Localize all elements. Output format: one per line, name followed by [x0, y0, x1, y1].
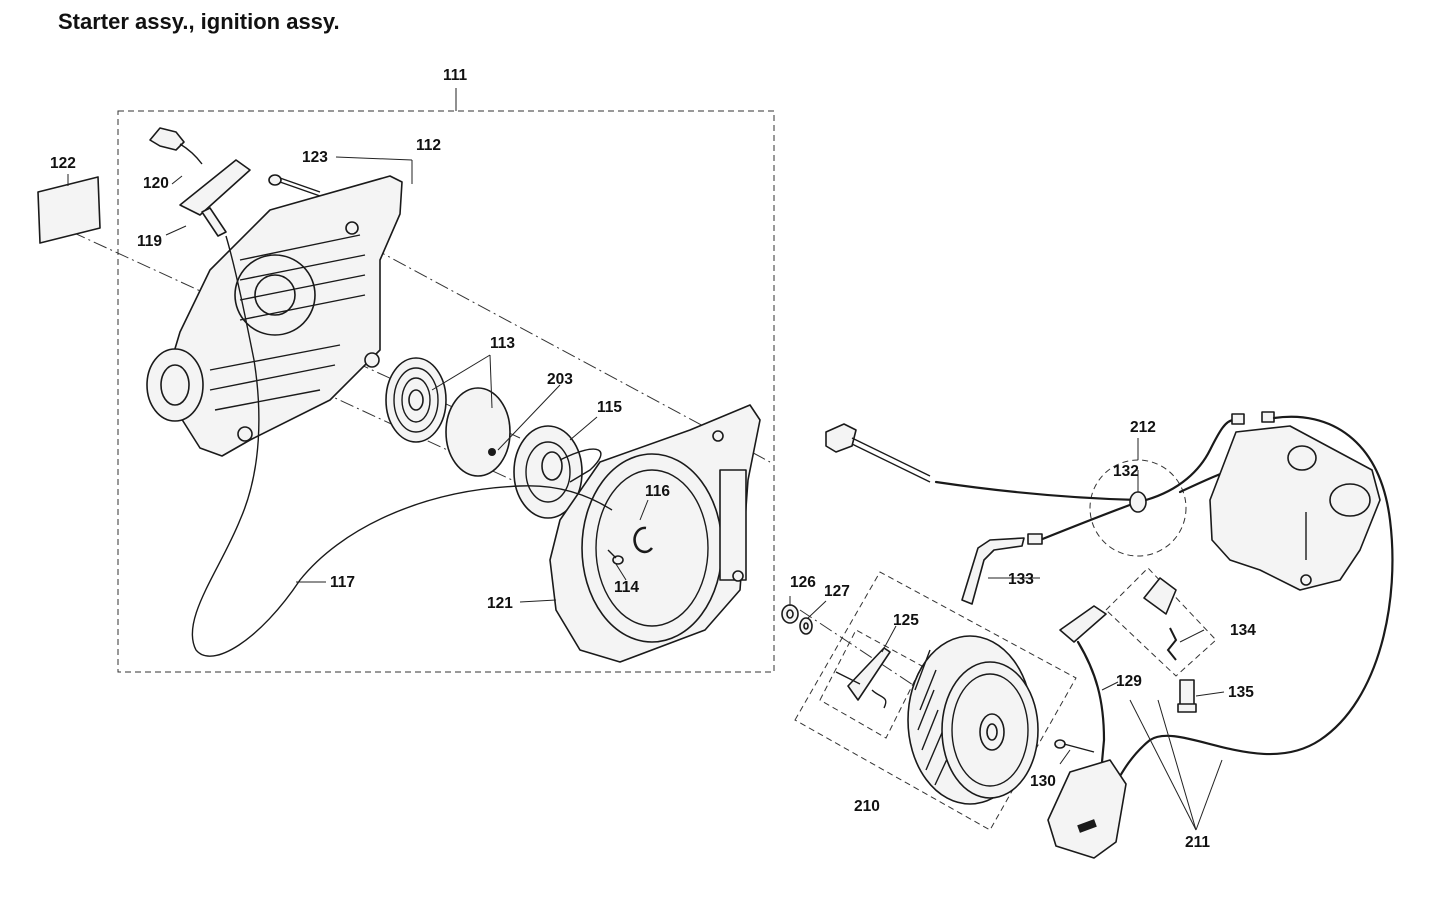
part-112-starter-housing: [146, 175, 403, 457]
label-112: 112: [416, 137, 441, 154]
part-127-washer: [799, 617, 813, 635]
part-130-screw: [1054, 739, 1095, 753]
label-125: 125: [893, 612, 919, 629]
part-210-flywheel: [907, 635, 1039, 805]
part-129-ignition-lead: [1059, 605, 1107, 764]
assembly-210-box: [794, 571, 1077, 831]
label-126: 126: [790, 574, 816, 591]
label-114: 114: [614, 579, 639, 596]
label-129: 129: [1116, 673, 1142, 690]
label-123: 123: [302, 149, 328, 166]
part-134-spark-plug-boot: [1143, 577, 1178, 661]
leader-lines: [67, 156, 1225, 831]
label-117: 117: [330, 574, 355, 591]
axis-line-4: [799, 609, 991, 737]
part-123-screw: [268, 174, 321, 197]
part-114-screw: [607, 549, 624, 565]
part-120-rope-guide: [149, 127, 203, 165]
part-132-grommet: [1129, 491, 1147, 513]
label-130: 130: [1030, 773, 1056, 790]
label-203: 203: [547, 371, 573, 388]
label-127: 127: [824, 583, 850, 600]
label-211: 211: [1185, 834, 1210, 851]
label-134: 134: [1230, 622, 1256, 639]
part-122-decal: [37, 176, 101, 244]
part-113-rewind-spring: [385, 357, 447, 443]
part-119-starter-grip: [179, 159, 251, 237]
label-133: 133: [1008, 571, 1034, 588]
part-125-pawl: [835, 647, 891, 709]
part-211-ignition-module: [1047, 759, 1127, 859]
part-ignition-lead-stop-switch: [825, 423, 1140, 545]
label-116: 116: [645, 483, 670, 500]
label-113: 113: [490, 335, 515, 352]
part-135-spark-plug: [1177, 679, 1197, 713]
assembly-111-box: [117, 110, 775, 673]
assembly-125-box: [819, 629, 923, 739]
part-126-nut: [781, 604, 799, 624]
label-135: 135: [1228, 684, 1254, 701]
label-122: 122: [50, 155, 76, 172]
diagram-title: Starter assy., ignition assy.: [58, 9, 340, 34]
label-121: 121: [487, 595, 513, 612]
label-132: 132: [1113, 463, 1139, 480]
label-115: 115: [597, 399, 622, 416]
part-engine-cover: [1209, 425, 1381, 591]
part-115-rope-pulley: [513, 425, 602, 519]
part-113-spring-cover: [445, 387, 511, 477]
part-121-fan-housing: [549, 404, 761, 663]
part-133-bracket: [961, 537, 1025, 605]
label-111: 111: [443, 67, 468, 84]
part-117-starter-rope: [191, 235, 613, 657]
label-212: 212: [1130, 419, 1156, 436]
label-210: 210: [854, 798, 880, 815]
label-120: 120: [143, 175, 169, 192]
assembly-134-box: [1105, 567, 1217, 677]
axis-line-3: [329, 224, 771, 463]
label-119: 119: [137, 233, 162, 250]
